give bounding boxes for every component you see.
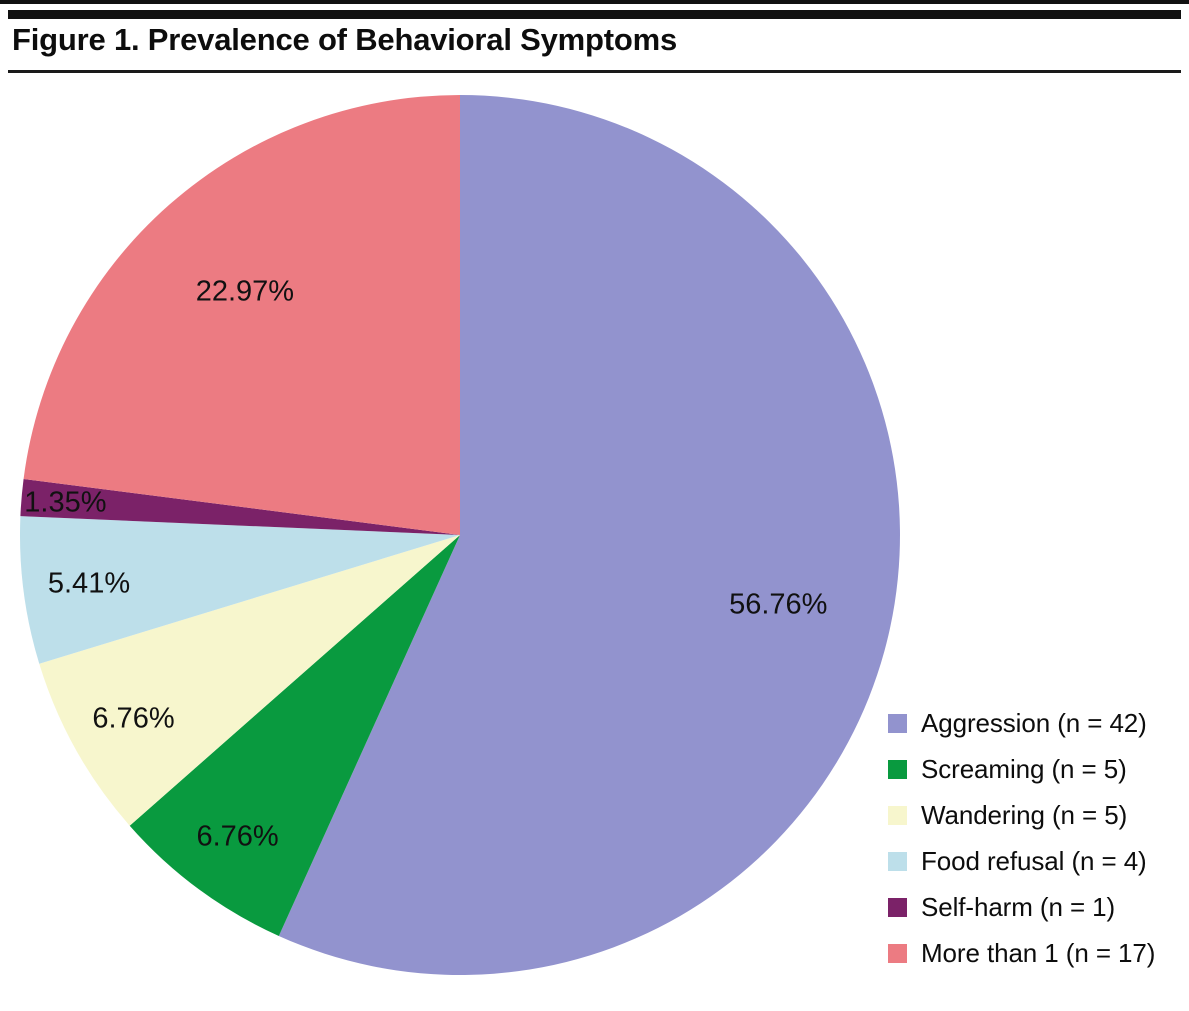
- pie-slice-more-than-1[interactable]: [23, 95, 461, 535]
- pie-slice-group: [19, 95, 900, 975]
- legend-swatch-icon: [888, 851, 907, 871]
- pie-label-aggression: 56.76%: [729, 589, 827, 621]
- pie-label-self-harm: 1.35%: [24, 486, 106, 518]
- title-underline-rule: [8, 70, 1181, 73]
- pie-slice-aggression[interactable]: [278, 95, 900, 975]
- figure-title: Figure 1. Prevalence of Behavioral Sympt…: [12, 22, 678, 57]
- legend-item-label: Screaming (n = 5): [921, 753, 1127, 784]
- pie-slice-self-harm[interactable]: [20, 478, 461, 535]
- legend-swatch-icon: [888, 943, 907, 963]
- legend-item-label: Self-harm (n = 1): [921, 891, 1116, 922]
- legend-item-self-harm[interactable]: Self-harm (n = 1): [888, 884, 1188, 930]
- legend-item-label: Aggression (n = 42): [921, 707, 1147, 738]
- pie-label-more-than-1: 22.97%: [196, 276, 294, 308]
- legend-swatch-icon: [888, 759, 907, 779]
- pie-label-wandering: 6.76%: [92, 702, 174, 734]
- pie-chart-plot-area: 56.76% 6.76% 6.76% 5.41% 1.35% 22.97%: [0, 80, 1189, 985]
- legend-item-food-refusal[interactable]: Food refusal (n = 4): [888, 838, 1188, 884]
- pie-slice-food-refusal[interactable]: [19, 516, 461, 664]
- legend-item-more-than-1[interactable]: More than 1 (n = 17): [888, 930, 1188, 976]
- pie-slice-wandering[interactable]: [39, 535, 460, 826]
- legend-item-wandering[interactable]: Wandering (n = 5): [888, 792, 1188, 838]
- pie-slice-screaming[interactable]: [129, 535, 460, 936]
- legend-item-label: More than 1 (n = 17): [921, 937, 1156, 968]
- pie-label-food-refusal: 5.41%: [48, 567, 130, 599]
- legend-item-aggression[interactable]: Aggression (n = 42): [888, 700, 1188, 746]
- legend-swatch-icon: [888, 897, 907, 917]
- legend-item-screaming[interactable]: Screaming (n = 5): [888, 746, 1188, 792]
- pie-label-screaming: 6.76%: [196, 821, 278, 853]
- legend-swatch-icon: [888, 713, 907, 733]
- legend-item-label: Food refusal (n = 4): [921, 845, 1147, 876]
- top-rule: [8, 10, 1181, 19]
- legend-swatch-icon: [888, 805, 907, 825]
- chart-legend: Aggression (n = 42) Screaming (n = 5) Wand…: [888, 700, 1188, 976]
- bottom-rule: [0, 0, 1189, 4]
- legend-item-label: Wandering (n = 5): [921, 799, 1128, 830]
- pie-data-label-group: 56.76% 6.76% 6.76% 5.41% 1.35% 22.97%: [24, 276, 827, 853]
- pie-chart-svg: 56.76% 6.76% 6.76% 5.41% 1.35% 22.97%: [19, 95, 900, 975]
